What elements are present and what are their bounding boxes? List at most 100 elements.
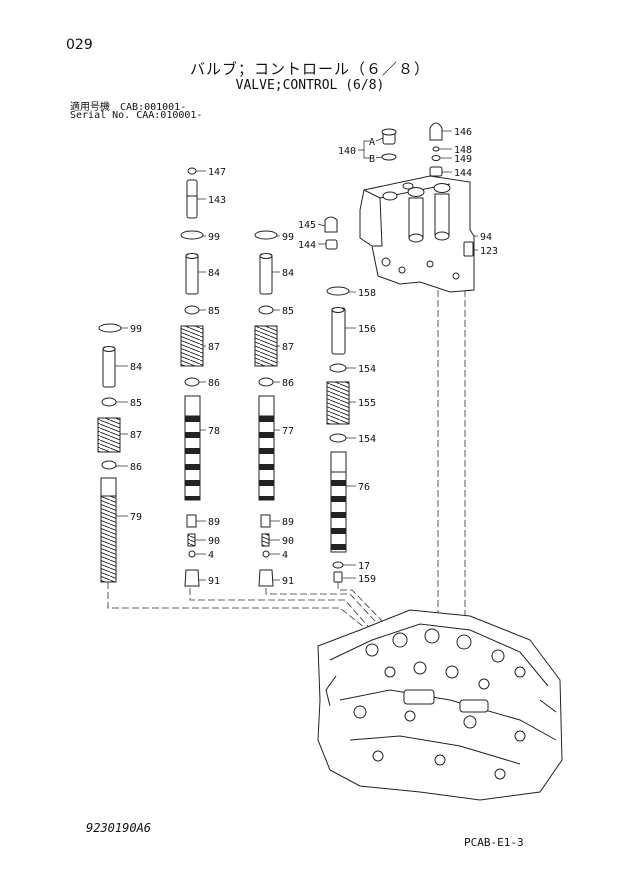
piston-89-col3	[260, 514, 271, 528]
label-149: 149	[454, 154, 472, 165]
plug-159	[333, 571, 343, 583]
oring-158	[326, 286, 350, 296]
spring-87-col3	[254, 325, 278, 367]
column-4-parts	[326, 286, 350, 583]
ball-4-col3	[262, 550, 270, 558]
spring-90-col3	[261, 533, 270, 547]
label-4-col3: 4	[282, 550, 288, 561]
label-140: 140	[338, 146, 356, 157]
column-1-leaders	[115, 327, 128, 517]
label-84-col2: 84	[208, 268, 220, 279]
serial-range-jp: 適用号機 CAB:001001-	[70, 102, 187, 113]
label-159: 159	[358, 574, 376, 585]
column-1-parts	[97, 323, 122, 583]
column-2-parts	[180, 167, 204, 587]
cap-146	[429, 122, 443, 141]
label-154-upper: 154	[358, 364, 376, 375]
spring-87-col2	[180, 325, 204, 367]
main-control-valve-body	[317, 609, 563, 801]
oring-149	[431, 155, 441, 161]
label-84-col1: 84	[130, 362, 142, 373]
sheet-code: PCAB-E1-3	[464, 836, 524, 849]
label-158: 158	[358, 288, 376, 299]
valve-housing-94	[359, 175, 475, 293]
label-148: 148	[454, 145, 472, 156]
piston-89-col2	[186, 514, 197, 528]
label-4-col2: 4	[208, 550, 214, 561]
label-91-col2: 91	[208, 576, 220, 587]
label-91-col3: 91	[282, 576, 294, 587]
housing-leaders	[317, 130, 478, 251]
spring-90-col2	[187, 533, 196, 547]
page-title-english: VALVE;CONTROL (6/8)	[235, 78, 385, 93]
spring-155	[326, 381, 350, 425]
housing-small-parts	[324, 122, 474, 257]
seat-85-col2	[184, 305, 200, 315]
plug-84-col3	[259, 253, 273, 295]
label-86-col2: 86	[208, 378, 220, 389]
plug-156	[331, 307, 346, 355]
column-3-parts	[254, 230, 278, 587]
label-85-col3: 85	[282, 306, 294, 317]
cap-145	[324, 216, 338, 233]
seat-154-upper	[329, 363, 347, 373]
cap-147	[187, 167, 197, 175]
label-155: 155	[358, 398, 376, 409]
label-144-left: 144	[298, 240, 316, 251]
page-number: 029	[66, 37, 93, 53]
ball-4-col2	[188, 550, 196, 558]
spring-87-col1	[97, 417, 121, 453]
label-144-right: 144	[454, 168, 472, 179]
seat-86-col2	[184, 377, 200, 387]
label-140-B: B	[369, 154, 375, 165]
page-title-japanese: バルブ；コントロール（６／８）	[189, 60, 430, 78]
label-146: 146	[454, 127, 472, 138]
label-94: 94	[480, 232, 492, 243]
label-140-A: A	[369, 137, 375, 148]
label-17: 17	[358, 561, 370, 572]
label-86-col3: 86	[282, 378, 294, 389]
part-labels: 99 84 85 87 86 79 147 143 99 84 85 87 86…	[130, 127, 498, 587]
seat-85-col1	[101, 397, 117, 407]
label-78: 78	[208, 426, 220, 437]
plug-91-col3	[258, 569, 274, 587]
label-123: 123	[480, 246, 498, 257]
label-156: 156	[358, 324, 376, 335]
column-2-leaders	[195, 170, 206, 581]
label-87-col2: 87	[208, 342, 220, 353]
seat-86-col1	[101, 460, 117, 470]
pin-143	[186, 179, 198, 219]
label-76: 76	[358, 482, 370, 493]
plug-84-col1	[102, 346, 116, 388]
plug-91-col2	[184, 569, 200, 587]
label-84-col3: 84	[282, 268, 294, 279]
drawing-number: 9230190A6	[86, 821, 152, 835]
oring-99-col1	[98, 323, 122, 333]
label-145: 145	[298, 220, 316, 231]
oring-140B	[381, 153, 397, 161]
label-89-col3: 89	[282, 517, 294, 528]
label-99-col1: 99	[130, 324, 142, 335]
bolt-123	[463, 241, 474, 257]
plug-84-col2	[185, 253, 199, 295]
oring-17	[332, 561, 344, 569]
oring-99-col2	[180, 230, 204, 240]
label-85-col1: 85	[130, 398, 142, 409]
spring-148	[432, 146, 440, 152]
label-90-col3: 90	[282, 536, 294, 547]
label-87-col3: 87	[282, 342, 294, 353]
label-90-col2: 90	[208, 536, 220, 547]
label-87-col1: 87	[130, 430, 142, 441]
label-79: 79	[130, 512, 142, 523]
column-4-leaders	[342, 291, 356, 579]
label-86-col1: 86	[130, 462, 142, 473]
label-85-col2: 85	[208, 306, 220, 317]
label-147: 147	[208, 167, 226, 178]
label-99-col3: 99	[282, 232, 294, 243]
plug-144-left	[325, 239, 338, 250]
oring-99-col3	[254, 230, 278, 240]
seat-86-col3	[258, 377, 274, 387]
column-3-leaders	[269, 235, 280, 581]
label-154-lower: 154	[358, 434, 376, 445]
label-99-col2: 99	[208, 232, 220, 243]
